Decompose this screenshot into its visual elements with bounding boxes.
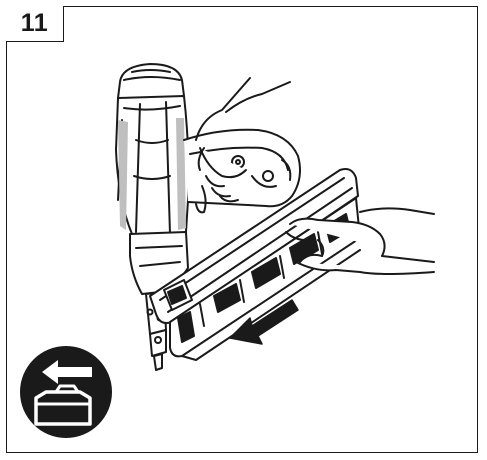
nailer-handle [183,128,301,214]
battery-pack-icon [34,384,92,426]
step-number-box: 11 [6,6,64,42]
arrow-left-icon [42,360,92,384]
right-hand [195,77,291,203]
figure-frame [6,6,478,453]
battery-removal-icon [20,346,112,438]
slide-direction-arrow-icon [229,299,299,345]
step-number: 11 [20,9,49,37]
left-hand [285,207,435,275]
nailer-magazine [149,168,361,361]
